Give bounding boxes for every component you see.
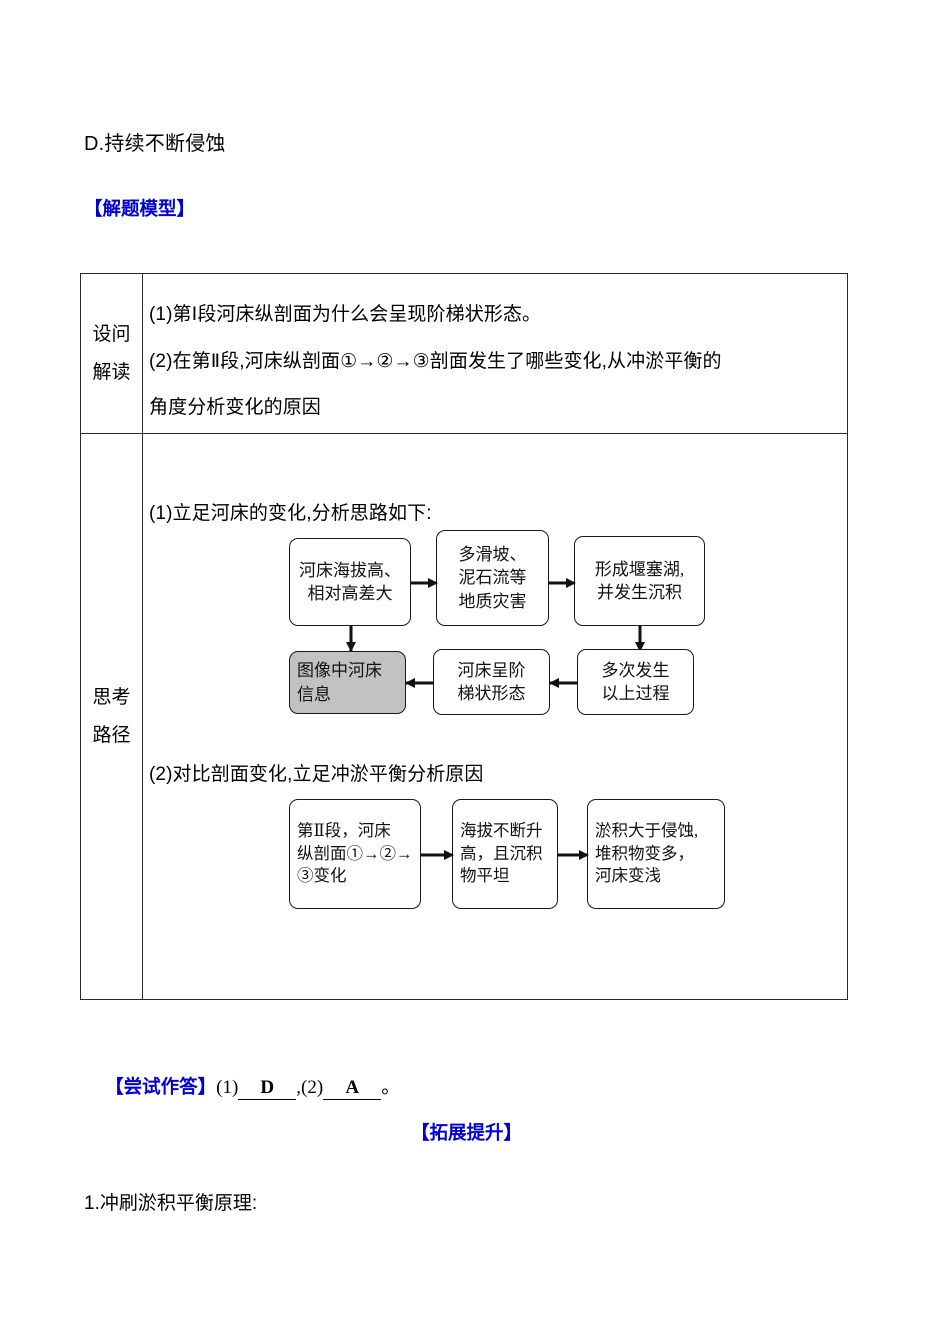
flow2-arrow-2-to-3 bbox=[558, 849, 589, 860]
answer-separator: , bbox=[296, 1077, 302, 1098]
flow1-box-4-image-info: 图像中河床 信息 bbox=[289, 651, 406, 714]
heading-problem-model: 【解题模型】 bbox=[84, 198, 196, 219]
answer-q2-prefix: (2) bbox=[301, 1077, 324, 1098]
flow1-arrow-2-to-3 bbox=[549, 577, 576, 588]
row-label-line: 解读 bbox=[92, 361, 131, 383]
row-label-line: 思考 bbox=[92, 687, 131, 709]
flow1-arrow-1-to-2 bbox=[411, 577, 438, 588]
section-1-title: 1.冲刷淤积平衡原理: bbox=[84, 1193, 258, 1214]
question-line-1: (1)第Ⅰ段河床纵剖面为什么会呈现阶梯状形态。 bbox=[149, 304, 542, 325]
try-answer-line: 【尝试作答】(1)D,(2)A。 bbox=[84, 1058, 400, 1119]
flowchart-1: 河床海拔高、 相对高差大 多滑坡、 泥石流等 地质灾害 形成堰塞湖, 并发生沉积 bbox=[143, 434, 847, 715]
flow1-box-5: 河床呈阶 梯状形态 bbox=[433, 649, 550, 715]
flow2-arrow-1-to-2 bbox=[421, 849, 454, 860]
flow1-box-2: 多滑坡、 泥石流等 地质灾害 bbox=[436, 530, 549, 626]
flow1-box-1: 河床海拔高、 相对高差大 bbox=[289, 538, 411, 626]
row-label-question-reading: 设问 解读 bbox=[81, 274, 143, 433]
thinking-text-2: (2)对比剖面变化,立足冲淤平衡分析原因 bbox=[149, 764, 484, 785]
flow1-arrow-6-to-5 bbox=[549, 677, 578, 688]
row-label-thinking-path: 思考 路径 bbox=[81, 434, 143, 999]
flow1-box-3: 形成堰塞湖, 并发生沉积 bbox=[574, 536, 705, 626]
heading-extension: 【拓展提升】 bbox=[411, 1122, 523, 1143]
flow1-arrow-5-to-4 bbox=[405, 677, 434, 688]
question-line-2: (2)在第Ⅱ段,河床纵剖面①→②→③剖面发生了哪些变化,从冲淤平衡的 bbox=[149, 351, 722, 372]
table-row: 设问 解读 (1)第Ⅰ段河床纵剖面为什么会呈现阶梯状形态。 (2)在第Ⅱ段,河床… bbox=[81, 274, 847, 434]
answer-q2-value[interactable]: A bbox=[323, 1077, 382, 1100]
question-line-3: 角度分析变化的原因 bbox=[149, 397, 321, 418]
answer-q1-prefix: (1) bbox=[216, 1077, 239, 1098]
thinking-text-1: (1)立足河床的变化,分析思路如下: bbox=[149, 503, 432, 524]
row-label-line: 路径 bbox=[92, 724, 131, 746]
flow2-box-1: 第Ⅱ段，河床 纵剖面①→②→ ③变化 bbox=[289, 799, 421, 909]
option-d-text: D.持续不断侵蚀 bbox=[84, 133, 226, 155]
row-label-line: 设问 bbox=[92, 324, 131, 346]
row-body-thinking-path: (1)立足河床的变化,分析思路如下: 河床海拔高、 相对高差大 多滑坡、 泥石流… bbox=[143, 434, 847, 999]
answer-period: 。 bbox=[381, 1077, 401, 1098]
flow2-box-2: 海拔不断升 高，且沉积 物平坦 bbox=[452, 799, 558, 909]
analysis-table: 设问 解读 (1)第Ⅰ段河床纵剖面为什么会呈现阶梯状形态。 (2)在第Ⅱ段,河床… bbox=[80, 273, 848, 1000]
flow2-box-3: 淤积大于侵蚀, 堆积物变多， 河床变浅 bbox=[587, 799, 725, 909]
flow1-box-6: 多次发生 以上过程 bbox=[577, 649, 694, 715]
flowchart-2: 第Ⅱ段，河床 纵剖面①→②→ ③变化 海拔不断升 高，且沉积 物平坦 淤积大于侵… bbox=[143, 799, 847, 929]
table-row: 思考 路径 (1)立足河床的变化,分析思路如下: 河床海拔高、 相对高差大 多滑… bbox=[81, 434, 847, 999]
row-body-question-reading: (1)第Ⅰ段河床纵剖面为什么会呈现阶梯状形态。 (2)在第Ⅱ段,河床纵剖面①→②… bbox=[143, 274, 847, 433]
flow1-arrow-1-down-to-4 bbox=[345, 626, 356, 652]
answer-q1-value[interactable]: D bbox=[238, 1077, 297, 1100]
flow1-arrow-3-down-to-6 bbox=[634, 626, 645, 652]
try-answer-label: 【尝试作答】 bbox=[105, 1076, 217, 1097]
